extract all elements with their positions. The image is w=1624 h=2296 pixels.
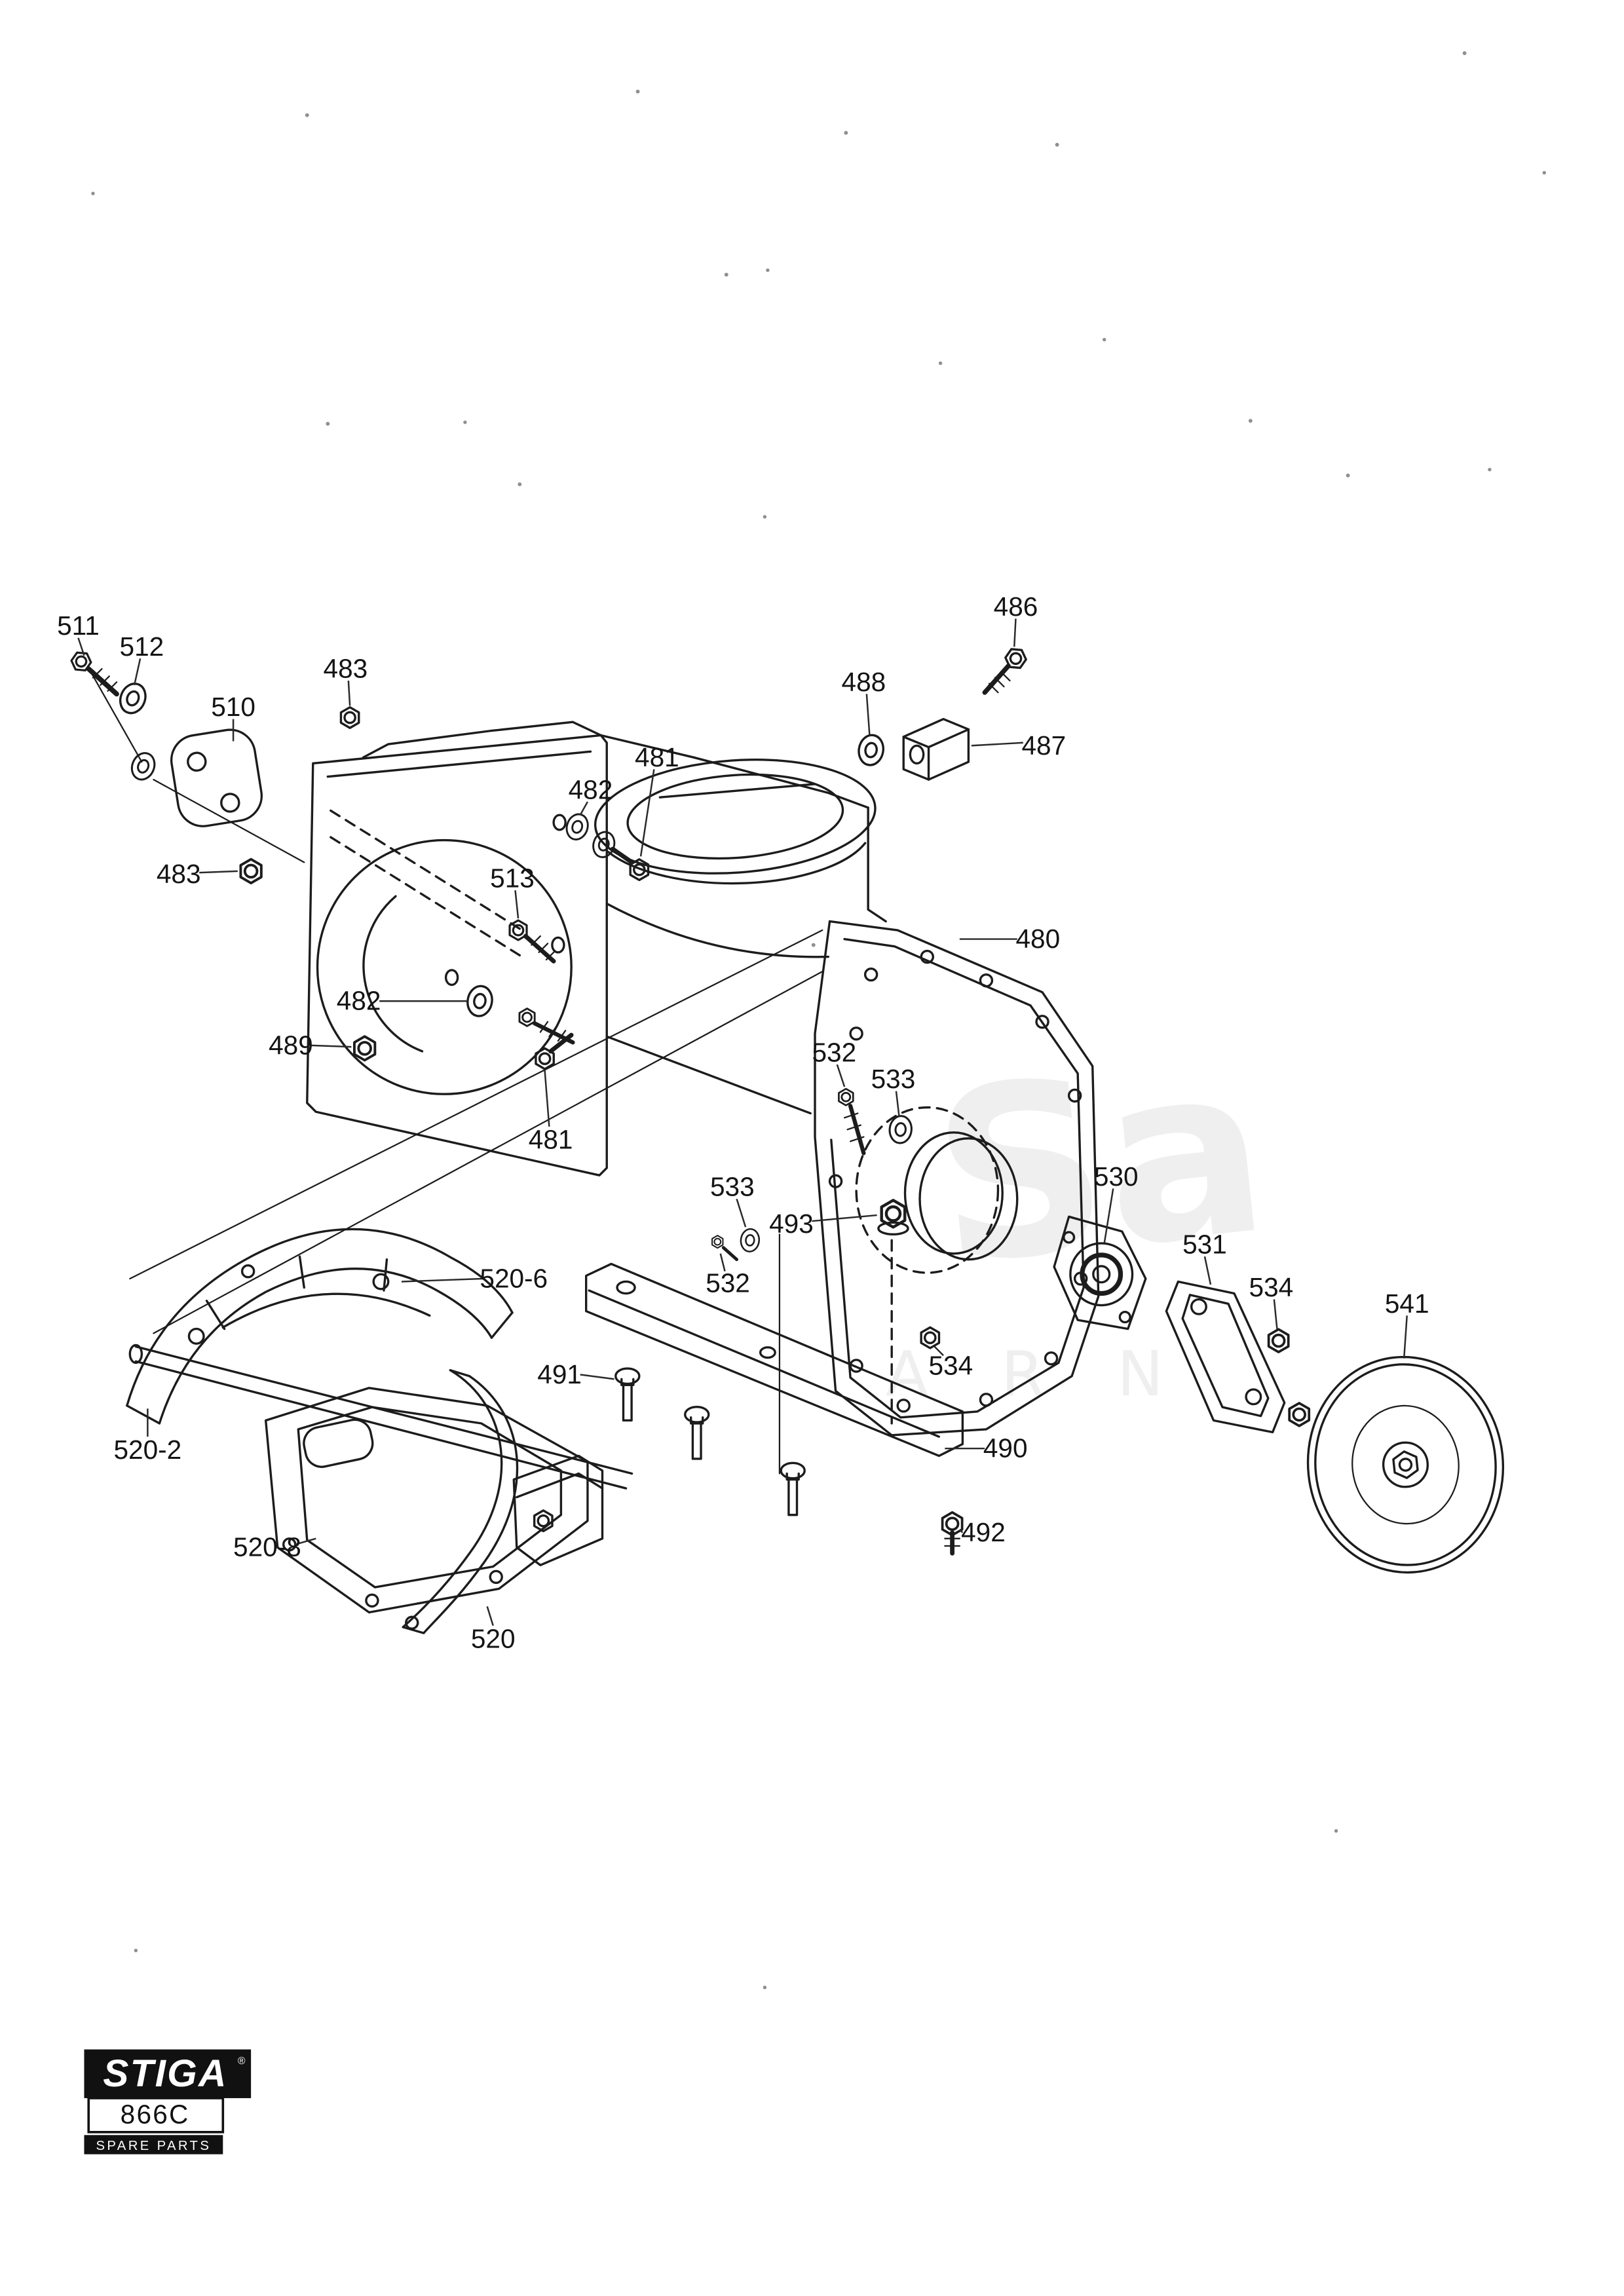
leader-line-530 bbox=[1103, 1188, 1114, 1244]
leader-line-489 bbox=[311, 1044, 352, 1048]
leader-line-511 bbox=[77, 637, 85, 656]
gear-housing bbox=[814, 920, 1100, 1437]
leader-line-488 bbox=[865, 694, 871, 736]
part-label-483: 483 bbox=[324, 654, 368, 684]
axle-rod bbox=[128, 1344, 633, 1490]
pivot-plate-510 bbox=[170, 728, 263, 827]
part-label-489: 489 bbox=[269, 1030, 313, 1060]
scan-specks bbox=[91, 51, 1547, 1989]
part-label-541: 541 bbox=[1385, 1289, 1429, 1319]
leader-line-487 bbox=[971, 742, 1023, 747]
leader-line-481 bbox=[544, 1070, 550, 1127]
part-label-511: 511 bbox=[57, 611, 100, 641]
part-label-488: 488 bbox=[842, 667, 886, 697]
part-label-534: 534 bbox=[1249, 1272, 1294, 1302]
part-label-530: 530 bbox=[1094, 1161, 1139, 1192]
part-label-492: 492 bbox=[961, 1517, 1006, 1547]
leader-line-491 bbox=[580, 1374, 614, 1380]
nut-489 bbox=[352, 1035, 377, 1062]
brand-text: STIGA bbox=[103, 2052, 227, 2095]
part-label-482: 482 bbox=[569, 774, 613, 804]
logo-background bbox=[84, 2049, 252, 2098]
part-label-533: 533 bbox=[871, 1064, 916, 1094]
part-label-531: 531 bbox=[1182, 1230, 1227, 1260]
belt-guard-shield bbox=[126, 1228, 514, 1425]
part-label-520-8: 520-8 bbox=[233, 1532, 301, 1562]
diagram-graphics bbox=[67, 644, 1505, 1634]
nut-483 bbox=[339, 706, 360, 729]
registered-mark: ® bbox=[238, 2056, 246, 2067]
leader-line-520-8 bbox=[295, 1537, 316, 1545]
washer-512 bbox=[115, 679, 151, 719]
part-label-493: 493 bbox=[769, 1209, 814, 1239]
part-label-491: 491 bbox=[537, 1359, 582, 1389]
part-label-520: 520 bbox=[471, 1623, 516, 1653]
caption-bar bbox=[84, 2135, 223, 2155]
leader-line-486 bbox=[1013, 618, 1017, 647]
leader-line-483 bbox=[347, 681, 351, 706]
washer-488 bbox=[855, 732, 887, 768]
part-label-532: 532 bbox=[706, 1268, 750, 1298]
part-label-510: 510 bbox=[211, 692, 255, 722]
part-label-533: 533 bbox=[710, 1172, 755, 1202]
leader-line-520 bbox=[486, 1606, 494, 1627]
support-arm bbox=[1165, 1280, 1286, 1434]
part-label-520-6: 520-6 bbox=[480, 1264, 548, 1294]
leader-line-492 bbox=[958, 1529, 964, 1534]
motor-mount-bracket bbox=[512, 1454, 604, 1566]
leader-lines bbox=[77, 618, 1408, 1627]
leader-line-541 bbox=[1403, 1315, 1408, 1359]
part-label-534: 534 bbox=[929, 1350, 973, 1380]
leader-line-533 bbox=[895, 1091, 900, 1117]
spare-parts-text: SPARE PARTS bbox=[96, 2139, 212, 2153]
clamp-bracket-487 bbox=[902, 718, 970, 781]
bearing-bracket bbox=[1053, 1215, 1147, 1330]
side-plate bbox=[306, 734, 608, 1176]
chute-collar bbox=[594, 759, 877, 885]
part-labels: 511 512 510 483 488 486 487 481 482 513 483 480 482 4… bbox=[57, 592, 1429, 1654]
drive-wheel bbox=[1306, 1355, 1505, 1574]
base-bar bbox=[585, 1233, 964, 1475]
stiga-logo: STIGA ® 866C SPARE PARTS bbox=[84, 2049, 252, 2155]
leader-line-482 bbox=[579, 801, 589, 816]
model-box bbox=[87, 2097, 225, 2134]
leader-line-532 bbox=[836, 1064, 846, 1087]
part-label-512: 512 bbox=[120, 631, 164, 662]
leader-line-534 bbox=[934, 1346, 944, 1357]
part-label-532: 532 bbox=[812, 1038, 856, 1068]
part-label-490: 490 bbox=[983, 1433, 1028, 1463]
fasteners bbox=[67, 644, 1311, 1556]
part-label-481: 481 bbox=[529, 1125, 573, 1155]
leader-line-520-6 bbox=[401, 1277, 483, 1283]
leader-line-533 bbox=[736, 1198, 747, 1228]
part-label-483: 483 bbox=[157, 859, 201, 889]
exploded-axis-lines bbox=[90, 672, 823, 1334]
part-label-481: 481 bbox=[635, 742, 679, 772]
leader-line-512 bbox=[133, 658, 142, 686]
leader-line-532 bbox=[719, 1253, 726, 1272]
leader-line-493 bbox=[812, 1214, 877, 1222]
leader-line-481 bbox=[639, 769, 655, 857]
leader-line-483 bbox=[199, 870, 238, 874]
leader-line-513 bbox=[514, 890, 519, 919]
leader-line-534 bbox=[1273, 1299, 1278, 1329]
part-label-487: 487 bbox=[1021, 730, 1066, 761]
curved-strap bbox=[402, 1369, 519, 1634]
lower-frame bbox=[264, 1387, 589, 1614]
part-label-482: 482 bbox=[337, 986, 381, 1016]
part-label-480: 480 bbox=[1015, 924, 1060, 954]
leader-line-531 bbox=[1203, 1256, 1212, 1285]
part-label-513: 513 bbox=[490, 863, 535, 894]
part-label-486: 486 bbox=[994, 592, 1038, 622]
part-label-520-2: 520-2 bbox=[114, 1435, 182, 1465]
carriage-bolt-491 bbox=[614, 1367, 641, 1422]
model-text: 866C bbox=[121, 2099, 190, 2129]
screw-532 bbox=[838, 1087, 854, 1106]
